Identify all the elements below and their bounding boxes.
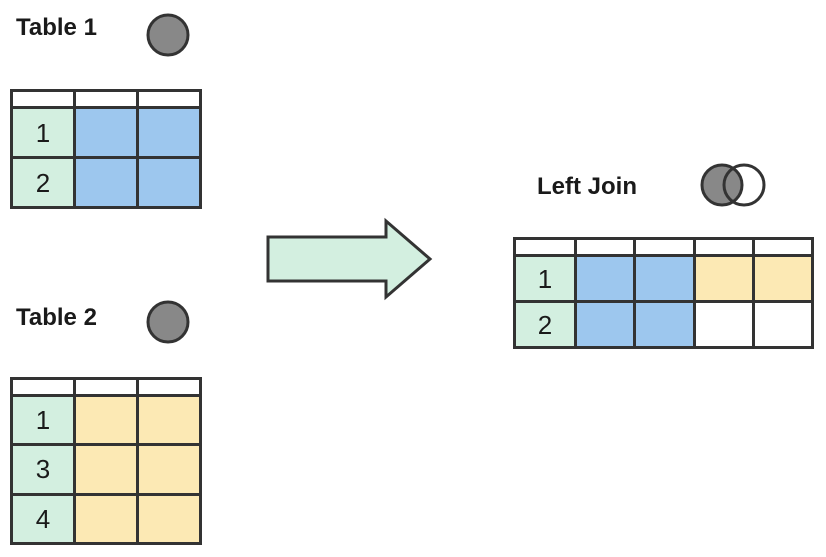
key-cell: 2 bbox=[516, 303, 574, 346]
value-cell bbox=[636, 303, 693, 346]
null-cell bbox=[695, 303, 752, 346]
null-cell bbox=[754, 303, 811, 346]
key-cell: 2 bbox=[13, 159, 73, 206]
filled-circle-icon bbox=[146, 13, 190, 57]
header-cell bbox=[76, 380, 136, 394]
value-cell bbox=[76, 495, 136, 542]
value-cell bbox=[695, 257, 752, 300]
header-cell bbox=[13, 380, 73, 394]
table1-title: Table 1 bbox=[16, 14, 97, 41]
result-grid: 1 2 bbox=[513, 237, 814, 349]
header-cell bbox=[636, 240, 693, 254]
right-arrow-icon bbox=[266, 217, 433, 301]
value-cell bbox=[139, 159, 199, 206]
result-title: Left Join bbox=[537, 173, 637, 200]
value-cell bbox=[636, 257, 693, 300]
header-cell bbox=[76, 92, 136, 106]
header-cell bbox=[139, 92, 199, 106]
filled-circle-icon bbox=[146, 300, 190, 344]
header-cell bbox=[577, 240, 634, 254]
table1-grid: 1 2 bbox=[10, 89, 202, 209]
header-cell bbox=[754, 240, 811, 254]
key-cell: 1 bbox=[516, 257, 574, 300]
value-cell bbox=[139, 397, 199, 444]
value-cell bbox=[76, 109, 136, 156]
value-cell bbox=[577, 257, 634, 300]
header-cell bbox=[139, 380, 199, 394]
value-cell bbox=[76, 159, 136, 206]
left-join-venn-icon bbox=[700, 163, 766, 207]
value-cell bbox=[139, 109, 199, 156]
value-cell bbox=[76, 397, 136, 444]
table2-grid: 1 3 4 bbox=[10, 377, 202, 545]
header-cell bbox=[13, 92, 73, 106]
value-cell bbox=[754, 257, 811, 300]
header-cell bbox=[516, 240, 574, 254]
table2-title: Table 2 bbox=[16, 304, 97, 331]
value-cell bbox=[76, 446, 136, 493]
key-cell: 4 bbox=[13, 495, 73, 542]
value-cell bbox=[139, 495, 199, 542]
key-cell: 1 bbox=[13, 109, 73, 156]
value-cell bbox=[139, 446, 199, 493]
header-cell bbox=[695, 240, 752, 254]
key-cell: 3 bbox=[13, 446, 73, 493]
key-cell: 1 bbox=[13, 397, 73, 444]
value-cell bbox=[577, 303, 634, 346]
